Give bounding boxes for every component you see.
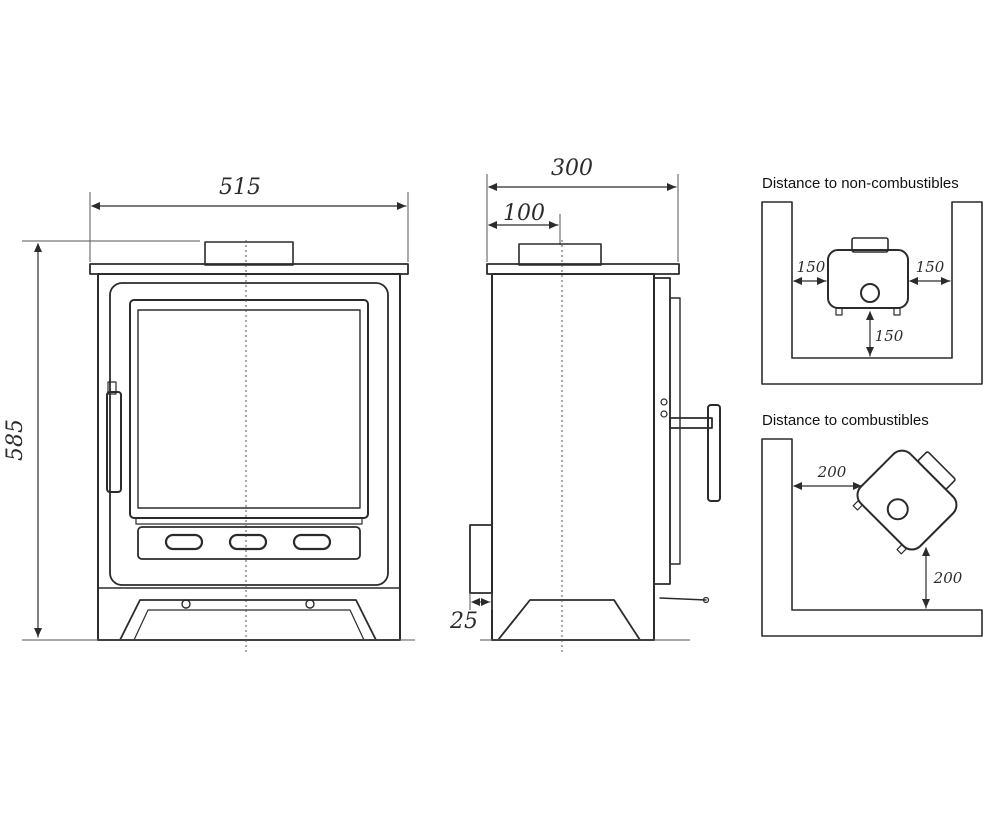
combustibles-diagram: Distance to combustibles 200 200: [761, 412, 983, 637]
non-comb-rear-label: 150: [875, 327, 904, 345]
front-view: 515 585: [3, 175, 415, 655]
door-handle: [106, 391, 122, 493]
comb-rear-label: 200: [933, 569, 963, 587]
air-vent-1: [164, 533, 204, 551]
side-view: 300 100 25: [449, 156, 721, 655]
non-comb-right-label: 150: [916, 258, 945, 276]
front-width-label: 515: [219, 175, 261, 200]
non-comb-left-label: 150: [797, 258, 826, 276]
comb-side-label: 200: [817, 463, 847, 481]
non-combustibles-title: Distance to non-combustibles: [762, 175, 959, 192]
air-vent-3: [292, 533, 332, 551]
side-rear-flue-label: 25: [449, 609, 478, 634]
front-height-label: 585: [3, 419, 28, 461]
non-combustibles-diagram: Distance to non-combustibles 150 150 150: [761, 175, 983, 385]
combustibles-title: Distance to combustibles: [762, 412, 929, 429]
side-depth-label: 300: [551, 156, 593, 181]
air-vent-2: [228, 533, 268, 551]
side-flue-offset-label: 100: [503, 201, 545, 226]
